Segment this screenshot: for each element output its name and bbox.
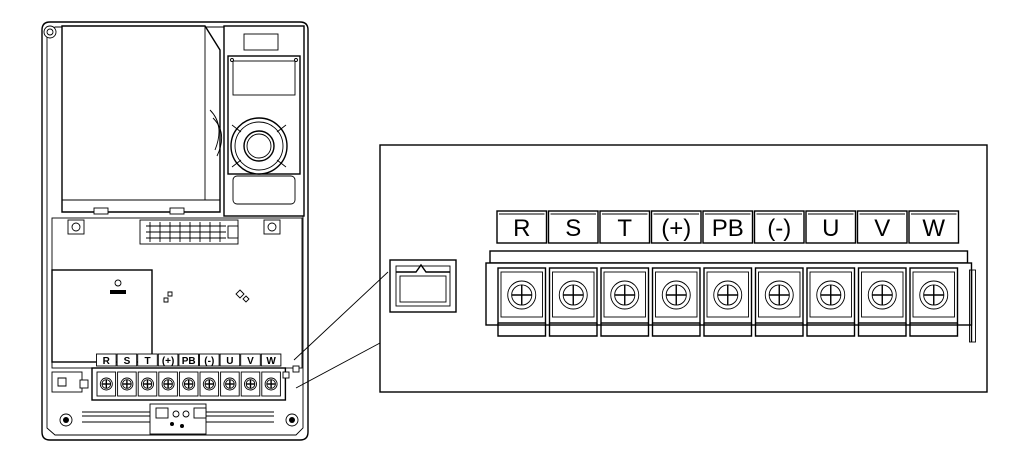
- callout-lines: [293, 271, 389, 389]
- terminal-label-plus: (+): [650, 210, 702, 244]
- small-terminal-label-plus: (+): [157, 353, 179, 367]
- detail-frame: [379, 144, 988, 393]
- screw-icon: [99, 377, 113, 391]
- small-terminal-cell-w: [261, 371, 281, 397]
- screw-icon: [507, 280, 537, 310]
- terminal-label-text: S: [565, 215, 581, 242]
- screw-icon: [867, 280, 897, 310]
- terminal-screw-cell-u: [806, 267, 856, 337]
- screw-icon: [161, 377, 175, 391]
- keypad-panel: [223, 25, 305, 217]
- screw-icon: [223, 377, 237, 391]
- small-terminal-cell-v: [240, 371, 261, 397]
- mounting-hole: [59, 413, 73, 427]
- small-terminal-label-minus: (-): [199, 353, 220, 367]
- terminal-label-u: U: [805, 210, 857, 244]
- terminal-label-minus: (-): [753, 210, 805, 244]
- small-terminal-label-w: W: [260, 353, 282, 367]
- small-terminal-label-text: (+): [162, 356, 175, 367]
- terminal-label-text: (+): [661, 215, 691, 242]
- small-terminal-labels: R S T (+) PB (-) U V W: [96, 353, 282, 367]
- small-terminal-block: [91, 367, 287, 401]
- screw-icon: [558, 280, 588, 310]
- terminal-label-pb: PB: [702, 210, 754, 244]
- terminal-block: [485, 250, 976, 343]
- small-terminal-label-text: PB: [182, 356, 196, 367]
- small-terminal-label-text: U: [226, 356, 233, 367]
- screw-icon: [919, 280, 949, 310]
- small-terminal-cell-minus: [199, 371, 220, 397]
- terminal-screw-cell-v: [857, 267, 907, 337]
- screw-icon: [202, 377, 216, 391]
- aux-connector: [51, 371, 89, 393]
- small-terminal-label-text: R: [103, 356, 111, 367]
- small-terminal-cell-plus: [158, 371, 178, 397]
- terminal-screw-cell-r: [497, 267, 547, 337]
- small-terminal-label-text: S: [124, 356, 131, 367]
- detail-thumbnail-icon: [389, 259, 457, 313]
- ground-screw: [263, 219, 281, 235]
- terminal-screw-cell-pb: [703, 267, 753, 337]
- small-terminal-label-v: V: [240, 353, 261, 367]
- screw-icon: [661, 280, 691, 310]
- ground-screw: [67, 219, 85, 235]
- terminal-label-text: V: [874, 215, 890, 242]
- bottom-vent: [82, 403, 274, 435]
- screw-icon: [244, 377, 257, 391]
- small-terminal-cell-s: [117, 371, 137, 397]
- small-terminal-label-r: R: [96, 353, 117, 367]
- small-terminal-cell-pb: [178, 371, 199, 397]
- terminal-label-s: S: [547, 210, 599, 244]
- terminal-label-text: W: [922, 215, 945, 242]
- small-terminal-cell-t: [137, 371, 158, 397]
- jog-dial: [230, 117, 288, 175]
- nameplate: [51, 269, 153, 363]
- screw-icon: [610, 280, 640, 310]
- small-terminal-label-s: S: [116, 353, 138, 367]
- small-terminal-cell-u: [220, 371, 240, 397]
- screw-icon: [141, 377, 154, 391]
- screw-icon: [264, 377, 278, 391]
- terminal-label-w: W: [908, 210, 960, 244]
- terminal-label-text: PB: [712, 215, 744, 242]
- small-terminal-label-pb: PB: [178, 353, 199, 367]
- small-terminal-cell-r: [96, 371, 117, 397]
- small-terminal-label-text: W: [266, 356, 276, 367]
- terminal-label-text: T: [617, 215, 632, 242]
- screw-icon: [816, 280, 846, 310]
- screw-icon: [120, 377, 134, 391]
- terminal-screw-cell-plus: [651, 267, 701, 337]
- terminal-label-text: (-): [767, 215, 791, 242]
- terminal-label-t: T: [599, 210, 651, 244]
- terminal-screw-cell-w: [909, 267, 959, 337]
- mounting-hole: [43, 25, 57, 39]
- terminal-screw-cell-s: [548, 267, 598, 337]
- small-terminal-label-text: V: [247, 356, 254, 367]
- screw-icon: [764, 280, 794, 310]
- terminal-label-text: U: [822, 215, 839, 242]
- control-terminal-block: [139, 219, 239, 245]
- drive-unit: R S T (+) PB (-) U V W: [41, 21, 309, 441]
- screw-icon: [713, 280, 743, 310]
- terminal-label-text: R: [513, 215, 530, 242]
- terminal-screw-cell-minus: [754, 267, 804, 337]
- top-cover: [61, 25, 223, 215]
- terminal-label-v: V: [856, 210, 908, 244]
- terminal-label-r: R: [496, 210, 548, 244]
- detail-view: R S T (+) PB (-) U V W: [379, 144, 988, 393]
- small-terminal-label-u: U: [219, 353, 241, 367]
- small-terminal-label-text: T: [144, 356, 150, 367]
- terminal-screw-cell-t: [600, 267, 650, 337]
- mounting-hole: [285, 413, 299, 427]
- small-terminal-label-text: (-): [204, 356, 214, 367]
- small-terminal-label-t: T: [137, 353, 158, 367]
- terminal-labels: R S T (+) PB (-) U V W: [496, 210, 960, 244]
- screw-icon: [182, 377, 196, 391]
